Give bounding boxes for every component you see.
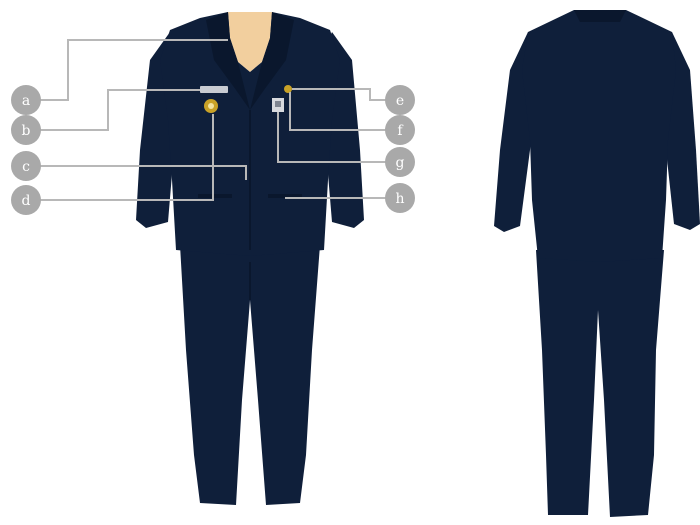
callout-f: f <box>385 115 415 145</box>
callout-c-label: c <box>22 159 30 175</box>
callout-d: d <box>11 185 41 215</box>
uniform-back-view <box>494 10 700 517</box>
callout-h: h <box>385 183 415 213</box>
callout-b: b <box>11 115 41 145</box>
callout-h-label: h <box>395 191 404 207</box>
back-jacket-body <box>522 10 676 262</box>
callout-c: c <box>11 151 41 181</box>
back-collar <box>574 10 626 22</box>
callout-a: a <box>11 85 41 115</box>
uniform-front-view <box>136 12 364 505</box>
collar-pin <box>284 85 292 93</box>
callout-a-label: a <box>22 93 30 109</box>
callout-g-label: g <box>396 155 405 171</box>
back-trousers <box>536 250 664 517</box>
callout-e-label: e <box>396 93 404 109</box>
callout-g: g <box>385 147 415 177</box>
callout-d-label: d <box>22 193 31 209</box>
callout-e: e <box>385 85 415 115</box>
front-left-pocket <box>198 194 232 198</box>
id-badge-photo <box>275 101 281 107</box>
name-tag <box>200 86 228 93</box>
callout-b-label: b <box>22 123 31 139</box>
emblem-pin-center <box>208 103 214 109</box>
